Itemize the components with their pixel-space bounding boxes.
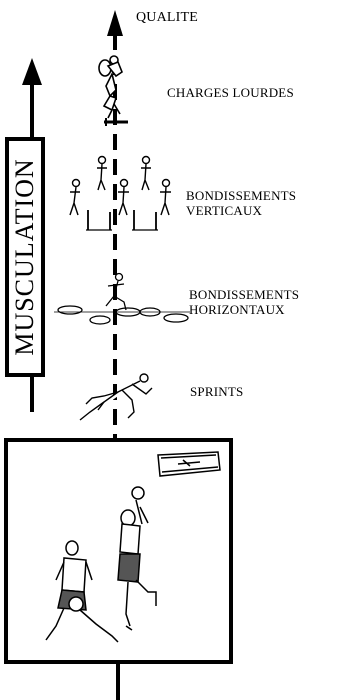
side-axis-arrowhead [22,58,42,85]
top-axis-label: QUALITE [136,10,198,25]
side-axis-label: MUSCULATION [10,158,40,355]
level-label-horizontal-jumps-line1: BONDISSEMENTS [189,287,299,302]
side-axis-label-box: MUSCULATION [5,137,45,377]
level-label-horizontal-jumps-line2: HORIZONTAUX [189,302,299,317]
basketball-scene-frame [6,440,231,662]
level-label-sprints: SPRINTS [190,384,243,399]
central-axis-arrowhead [107,10,123,36]
level-label-vertical-jumps: BONDISSEMENTS VERTICAUX [186,188,296,218]
level-label-vertical-jumps-line2: VERTICAUX [186,203,296,218]
horizontal-jumps-figure [54,274,190,325]
level-label-vertical-jumps-line1: BONDISSEMENTS [186,188,296,203]
vertical-jumps-figures [70,157,171,231]
level-label-heavy-loads: CHARGES LOURDES [167,85,294,100]
level-label-horizontal-jumps: BONDISSEMENTS HORIZONTAUX [189,287,299,317]
